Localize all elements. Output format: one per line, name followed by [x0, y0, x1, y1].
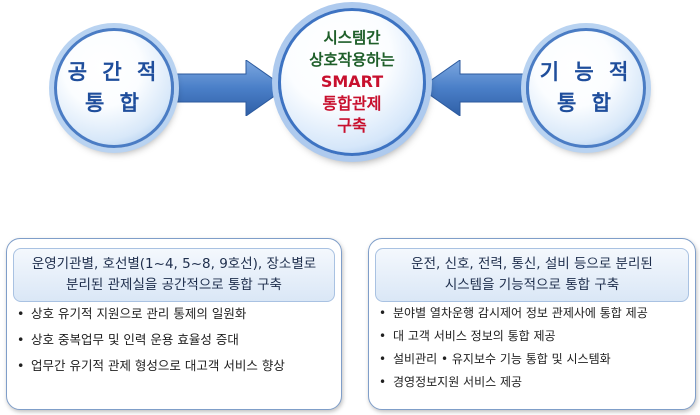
center-line5: 구축 [337, 116, 367, 135]
bullet-text: 상호 유기적 지원으로 관리 통제의 일원화 [31, 306, 247, 321]
bullet-marker: • [379, 306, 387, 320]
center-line1: 시스템간 [323, 29, 381, 47]
bullet-text: 분야별 열차운행 감시제어 정보 관제사에 통합 제공 [393, 306, 648, 320]
spatial-integration-circle: 공 간 적 통 합 [54, 28, 174, 148]
bullet-text: 대 고객 서비스 정보의 통합 제공 [393, 329, 556, 343]
center-line4: 통합관제 [322, 94, 382, 113]
spatial-bullet-list: • 상호 유기적 지원으로 관리 통제의 일원화 • 상호 중복업무 및 인력 운용… [17, 305, 337, 383]
list-item: • 업무간 유기적 관제 형성으로 대고객 서비스 향상 [17, 357, 337, 374]
bullet-text: 설비관리 • 유지보수 기능 통합 및 시스템화 [393, 352, 611, 366]
functional-integration-line2: 통 합 [557, 91, 615, 115]
list-item: • 상호 중복업무 및 인력 운용 효율성 증대 [17, 331, 337, 348]
functional-header-line2: 시스템을 기능적으로 통합 구축 [444, 277, 620, 293]
bullet-marker: • [17, 306, 25, 321]
bullet-text: 경영정보지원 서비스 제공 [393, 375, 523, 389]
spatial-header-line1: 운영기관별, 호선별(1~4, 5~8, 9호선), 장소별로 [31, 256, 317, 272]
list-item: • 분야별 열차운행 감시제어 정보 관제사에 통합 제공 [379, 305, 691, 322]
spatial-header-line2: 분리된 관제실을 공간적으로 통합 구축 [66, 277, 282, 293]
list-item: • 대 고객 서비스 정보의 통합 제공 [379, 328, 691, 345]
arrow-left-to-center [168, 60, 287, 116]
smart-integrated-control-circle: 시스템간 상호작용하는 SMART 통합관제 구축 [278, 8, 426, 156]
functional-header-line1: 운전, 신호, 전력, 통신, 설비 등으로 분리된 [411, 256, 653, 272]
bullet-marker: • [17, 358, 25, 373]
spatial-integration-line1: 공 간 적 [67, 60, 161, 84]
bullet-text: 상호 중복업무 및 인력 운용 효율성 증대 [31, 332, 239, 347]
spatial-integration-line2: 통 합 [85, 91, 143, 115]
list-item: • 설비관리 • 유지보수 기능 통합 및 시스템화 [379, 351, 691, 368]
bullet-marker: • [379, 352, 387, 366]
functional-integration-line1: 기 능 적 [539, 60, 633, 84]
functional-integration-circle: 기 능 적 통 합 [526, 28, 646, 148]
bullet-marker: • [17, 332, 25, 347]
center-line2: 상호작용하는 [309, 51, 395, 69]
center-line3: SMART [320, 72, 384, 91]
functional-integration-box: 운전, 신호, 전력, 통신, 설비 등으로 분리된 시스템을 기능적으로 통합… [368, 238, 696, 410]
bullet-marker: • [379, 375, 387, 389]
functional-integration-header: 운전, 신호, 전력, 통신, 설비 등으로 분리된 시스템을 기능적으로 통합… [375, 248, 689, 302]
bullet-text: 업무간 유기적 관제 형성으로 대고객 서비스 향상 [31, 358, 285, 373]
bullet-marker: • [379, 329, 387, 343]
spatial-integration-header: 운영기관별, 호선별(1~4, 5~8, 9호선), 장소별로 분리된 관제실을… [13, 248, 335, 302]
functional-bullet-list: • 분야별 열차운행 감시제어 정보 관제사에 통합 제공 • 대 고객 서비스 정… [379, 305, 691, 397]
list-item: • 경영정보지원 서비스 제공 [379, 374, 691, 391]
list-item: • 상호 유기적 지원으로 관리 통제의 일원화 [17, 305, 337, 322]
arrow-right-to-center [419, 60, 538, 116]
spatial-integration-box: 운영기관별, 호선별(1~4, 5~8, 9호선), 장소별로 분리된 관제실을… [6, 238, 342, 410]
